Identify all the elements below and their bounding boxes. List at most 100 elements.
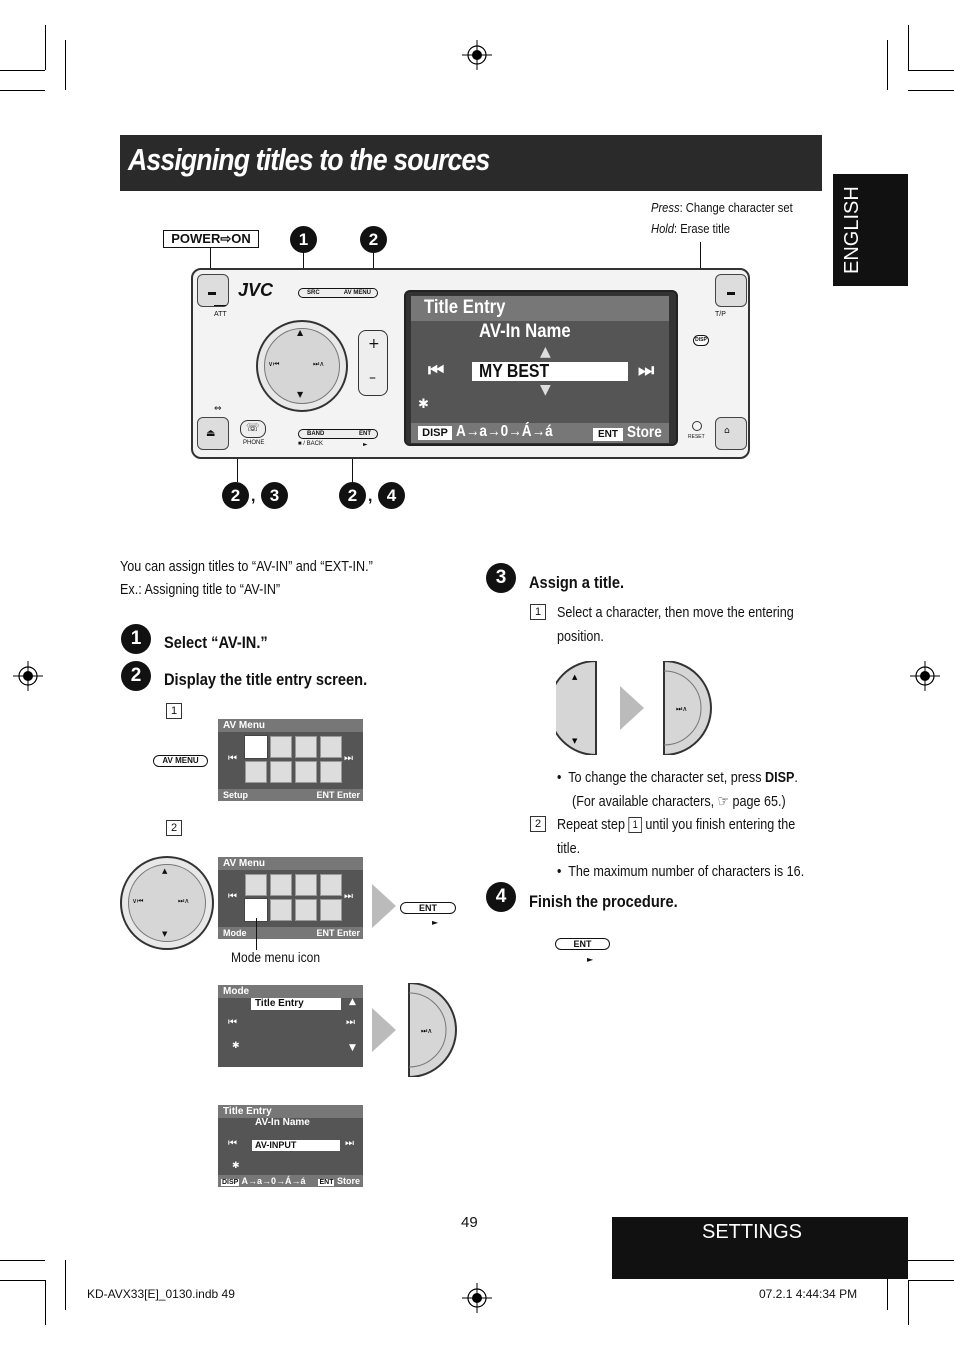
disp-button[interactable]: DISP: [693, 335, 709, 346]
list-menu-icon: [270, 761, 292, 783]
crop-mark: [65, 40, 66, 90]
substep-1-box: 1: [530, 604, 546, 620]
down-arrow-icon: ▼: [349, 1043, 356, 1053]
step-3-number: 3: [486, 563, 516, 593]
crop-mark: [908, 1280, 909, 1325]
control-dial-inner: [128, 864, 206, 942]
reset-label: RESET: [688, 434, 705, 440]
crop-mark: [65, 1260, 66, 1310]
list-menu-icon: [270, 899, 292, 921]
audio-menu-icon: [295, 874, 317, 896]
title-entry-value: AV-INPUT: [252, 1140, 340, 1151]
tilt-button[interactable]: [715, 417, 747, 450]
detach-icon: ⇔: [214, 404, 222, 414]
step-3-sub1-line-2: position.: [557, 628, 604, 645]
prev-track-icon: ∨⏮: [268, 360, 280, 368]
intro-line-2: Ex.: Assigning title to “AV-IN”: [120, 581, 281, 598]
ent-button[interactable]: ENT: [555, 938, 610, 950]
svg-text:▼: ▼: [572, 737, 578, 745]
mini-screen-title: Mode: [218, 985, 363, 998]
step-1-heading: Select “AV-IN.”: [164, 633, 268, 652]
power-button[interactable]: [197, 274, 229, 307]
arrow-right-icon: [620, 686, 644, 730]
display-menu-icon: [270, 874, 292, 896]
back-label: ■ / BACK: [298, 441, 323, 447]
display-prev-icon: ⏮: [428, 360, 445, 381]
crop-mark: [908, 1260, 954, 1261]
step-3-bullet-1-line-2: (For available characters, ☞ page 65.): [572, 793, 786, 810]
play-icon: ►: [363, 441, 368, 448]
volume-button[interactable]: [358, 330, 388, 396]
display-disp-badge: DISP: [418, 426, 452, 440]
display-subtitle: AV-In Name: [479, 321, 571, 342]
step-3-heading: Assign a title.: [529, 573, 625, 592]
control-dial-partial[interactable]: ⏭∧: [405, 983, 457, 1077]
callout-4: 4: [378, 482, 405, 509]
step-3-bullet-1: • To change the character set, press DIS…: [557, 769, 798, 786]
prev-icon: ⏮: [228, 1017, 237, 1028]
display-title: Title Entry: [424, 297, 506, 318]
next-icon: ⏭: [344, 753, 353, 764]
eject-button[interactable]: [197, 417, 229, 450]
audio-menu-icon: [295, 736, 317, 758]
tp-label: T/P: [715, 311, 726, 318]
step-3-sub2-line-1: Repeat step 1 until you finish entering …: [557, 816, 796, 833]
tp-button-mark: [727, 292, 735, 295]
ent-button[interactable]: ENT: [400, 902, 456, 914]
callout-2: 2: [339, 482, 366, 509]
leader-line: [352, 438, 353, 482]
bluetooth-icon: ✱: [418, 397, 429, 412]
reset-button[interactable]: [692, 421, 702, 431]
step-1-number: 1: [121, 624, 151, 654]
svg-text:⏭∧: ⏭∧: [421, 1027, 432, 1035]
step-4-heading: Finish the procedure.: [529, 892, 678, 911]
jvc-logo: JVC: [238, 280, 274, 300]
att-label: ATT: [214, 311, 227, 318]
up-arrow-icon: ▲: [349, 997, 356, 1007]
crop-mark: [0, 70, 45, 71]
crop-mark: [45, 25, 46, 70]
mini-screen-subtitle: AV-In Name: [255, 1117, 310, 1128]
page-number: 49: [461, 1214, 478, 1231]
registration-mark-icon: [910, 661, 940, 691]
callout-2: 2: [222, 482, 249, 509]
divider: [214, 305, 226, 306]
mini-screen-footer: DISP A→a→0→Á→á ENT Store: [218, 1175, 363, 1187]
control-dial-inner: [264, 328, 340, 404]
svg-text:▲: ▲: [572, 673, 578, 681]
settings-menu-icon: [320, 761, 342, 783]
display-menu-icon: [270, 736, 292, 758]
tp-button[interactable]: [715, 274, 747, 307]
prev-track-icon: ∨⏮: [132, 897, 144, 905]
power-button-mark: [208, 292, 216, 295]
control-dial-right-half[interactable]: ⏭∧: [660, 661, 712, 755]
band-ent-button[interactable]: BAND ENT: [298, 429, 378, 439]
callout-1: 1: [290, 226, 317, 253]
crop-mark: [908, 1280, 954, 1281]
next-track-icon: ⏭∧: [313, 360, 325, 368]
mini-screen-title: AV Menu: [218, 719, 363, 732]
av-menu-button[interactable]: AV MENU: [153, 755, 208, 767]
arrow-right-icon: [372, 884, 396, 928]
title-entry-item: Title Entry: [251, 998, 341, 1010]
src-avmenu-button[interactable]: SRC AV MENU: [298, 288, 378, 298]
control-dial-left-half[interactable]: ▲ ▼: [556, 661, 600, 755]
comma: ,: [368, 488, 373, 505]
power-on-label: POWER⇨ON: [163, 230, 259, 248]
section-tab: SETTINGS: [612, 1217, 908, 1279]
up-arrow-icon: ▲: [162, 867, 168, 875]
equalizer-menu-icon: [320, 874, 342, 896]
phone-button[interactable]: [240, 420, 266, 438]
registration-mark-icon: [13, 661, 43, 691]
crop-mark: [908, 70, 954, 71]
leader-line: [256, 918, 257, 950]
bluetooth-menu-icon: [295, 899, 317, 921]
prev-icon: ⏮: [228, 1138, 237, 1149]
section-label: SETTINGS: [702, 1221, 803, 1243]
callout-3: 3: [261, 482, 288, 509]
crop-mark: [0, 1260, 45, 1261]
callout-2: 2: [360, 226, 387, 253]
equalizer-menu-icon: [320, 736, 342, 758]
tilt-icon: ⌂: [724, 426, 730, 436]
